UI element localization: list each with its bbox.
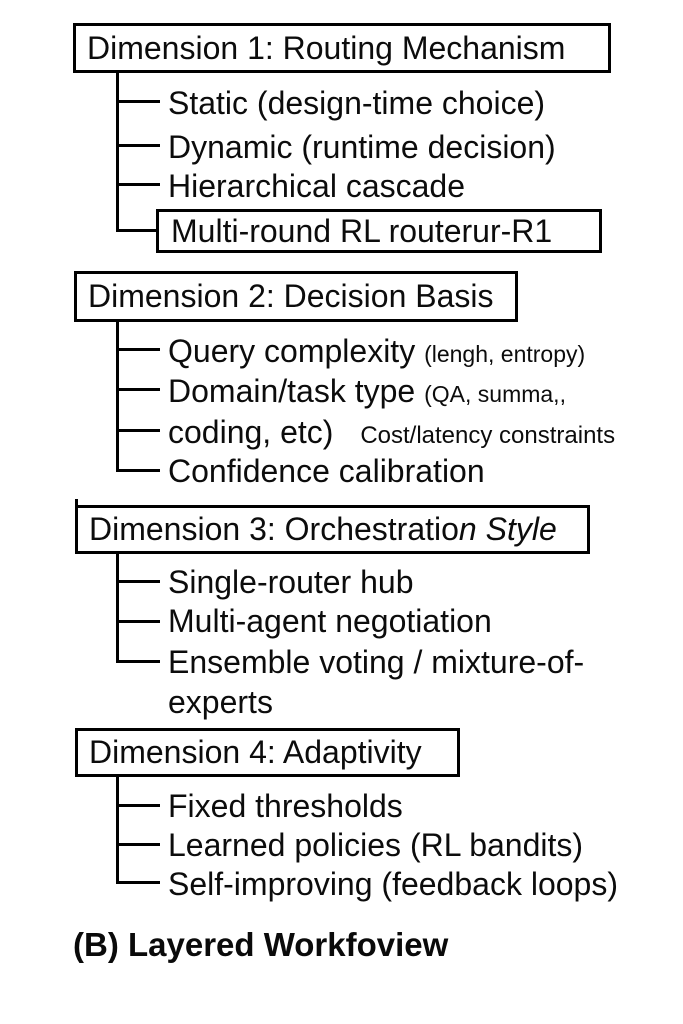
tree-item-detail: (lengh, entropy) <box>424 341 586 367</box>
dimension-3-title: Dimension 3: Orchestratio <box>89 511 459 547</box>
tree-item: Self-improving (feedback loops) <box>168 866 618 902</box>
tree-item: Static (design-time choice) <box>168 85 546 121</box>
tree-branch-line <box>116 469 160 472</box>
tree-item: Multi-agent negotiation <box>168 603 492 639</box>
tree-item: Single-router hub <box>168 564 414 600</box>
tree-item: Multi-round RL routerur-R1 <box>171 212 553 249</box>
tree-branch-line <box>116 660 160 663</box>
tree-item: Confidence calibration <box>168 452 485 491</box>
tree-trunk-line <box>116 72 119 232</box>
tree-branch-line <box>116 843 160 846</box>
tree-branch-line <box>116 183 160 186</box>
dimension-2-title: Dimension 2: Decision Basis <box>88 278 494 314</box>
tree-item-note: Cost/latency constraints <box>360 422 616 449</box>
tree-item-detail: (QA, summa,, <box>424 381 566 407</box>
tree-branch-line <box>116 881 160 884</box>
tree-branch-line <box>116 100 160 103</box>
tree-branch-line <box>116 388 160 391</box>
tree-item: Hierarchical cascade <box>168 168 466 204</box>
tree-branch-line <box>116 229 156 232</box>
tree-branch-line <box>116 620 160 623</box>
highlighted-item-box: Multi-round RL routerur-R1 <box>156 209 602 253</box>
dimension-2-title-box: Dimension 2: Decision Basis <box>74 271 518 322</box>
dimension-1-title-box: Dimension 1: Routing Mechanism <box>73 23 611 73</box>
tree-trunk-line <box>116 321 119 472</box>
dimension-3-title-italic: n Style <box>458 511 557 547</box>
dimension-4-title: Dimension 4: Adaptivity <box>89 734 422 770</box>
dimension-4-title-box: Dimension 4: Adaptivity <box>75 728 460 777</box>
tree-item-main: Domain/task type <box>168 373 416 409</box>
tree-item-main: Query complexity <box>168 333 416 369</box>
tree-trunk-line <box>116 776 119 884</box>
tree-branch-line <box>116 144 160 147</box>
tree-item: Domain/task type (QA, summa,, <box>168 372 566 414</box>
tree-item: Fixed thresholds <box>168 788 403 824</box>
tree-branch-line <box>116 580 160 583</box>
dimension-1-title: Dimension 1: Routing Mechanism <box>87 29 566 66</box>
tree-trunk-line <box>116 553 119 663</box>
tree-item-main: coding, etc) <box>168 414 334 450</box>
tree-item: coding, etc) Cost/latency constraints <box>168 413 615 455</box>
tree-item-main: Confidence calibration <box>168 453 485 489</box>
tree-item: Learned policies (RL bandits) <box>168 827 584 863</box>
tree-item: Ensemble voting / mixture-of-experts <box>168 644 585 720</box>
figure-caption: (B) Layered Workfoview <box>73 926 449 963</box>
tree-branch-line <box>116 348 160 351</box>
tree-branch-line <box>116 429 160 432</box>
box-border-overhang <box>75 499 78 509</box>
tree-branch-line <box>116 804 160 807</box>
tree-item: Dynamic (runtime decision) <box>168 129 556 165</box>
tree-item: Query complexity (lengh, entropy) <box>168 332 585 374</box>
